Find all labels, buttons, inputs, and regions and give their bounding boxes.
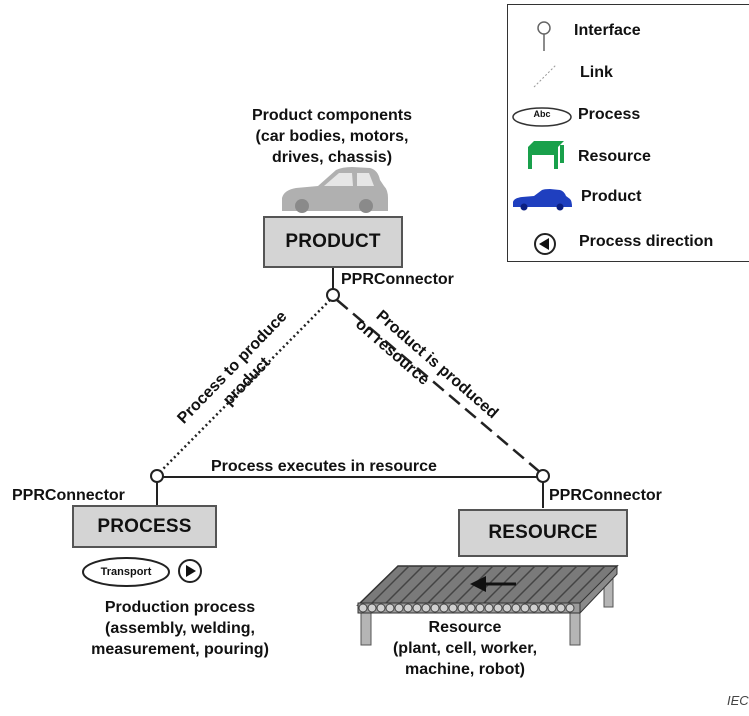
legend-process-icon-text: Abc — [533, 109, 551, 119]
process-box-label: PROCESS — [97, 515, 192, 537]
legend-process-label: Process — [578, 106, 641, 123]
product-caption-line-2: (car bodies, motors, — [255, 128, 409, 145]
legend: Interface Link Abc Process Resource Prod… — [507, 4, 749, 262]
transport-process-icon — [82, 557, 170, 587]
product-box[interactable]: PRODUCT — [263, 216, 403, 268]
link-product-resource — [336, 299, 542, 474]
product-connector-label: PPRConnector — [341, 271, 454, 288]
process-connector-label: PPRConnector — [12, 487, 125, 504]
resource-caption-line-2: (plant, cell, worker, — [392, 640, 538, 657]
resource-icon — [528, 141, 564, 169]
process-box[interactable]: PROCESS — [72, 505, 217, 548]
link-process-resource-label: Process executes in resource — [211, 458, 437, 475]
product-interface-icon — [326, 288, 340, 302]
resource-box-label: RESOURCE — [488, 522, 598, 543]
process-caption-line-3: measurement, pouring) — [91, 641, 269, 658]
process-ellipse-icon — [512, 107, 572, 127]
car-icon — [282, 167, 388, 213]
resource-interface-icon — [536, 469, 550, 483]
process-direction-icon — [534, 233, 556, 255]
watermark-text: IEC — [727, 693, 749, 708]
resource-caption-line-1: Resource — [428, 619, 502, 636]
legend-link-label: Link — [580, 64, 613, 81]
product-box-label: PRODUCT — [285, 231, 381, 252]
process-direction-icon — [178, 559, 202, 583]
resource-connector-label: PPRConnector — [549, 487, 662, 504]
conveyor-resource-icon — [356, 564, 619, 646]
legend-resource-label: Resource — [578, 148, 651, 165]
process-caption: Production process (assembly, welding, m… — [55, 597, 305, 660]
legend-product-label: Product — [581, 188, 642, 205]
link-process-product — [159, 299, 331, 473]
product-car-icon — [513, 189, 572, 211]
link-icon — [533, 64, 557, 88]
legend-interface-label: Interface — [574, 22, 641, 39]
product-caption-line-1: Product components — [251, 107, 412, 124]
interface-icon — [537, 21, 551, 51]
product-caption: Product components (car bodies, motors, … — [232, 105, 432, 168]
legend-process-direction-label: Process direction — [579, 233, 714, 250]
transport-label: Transport — [100, 566, 152, 578]
resource-caption-line-3: machine, robot) — [404, 661, 525, 678]
resource-box[interactable]: RESOURCE — [458, 509, 628, 557]
process-caption-line-2: (assembly, welding, — [105, 620, 255, 637]
process-interface-icon — [150, 469, 164, 483]
resource-caption: Resource (plant, cell, worker, machine, … — [360, 617, 570, 680]
product-caption-line-3: drives, chassis) — [271, 149, 393, 166]
process-caption-line-1: Production process — [104, 599, 256, 616]
